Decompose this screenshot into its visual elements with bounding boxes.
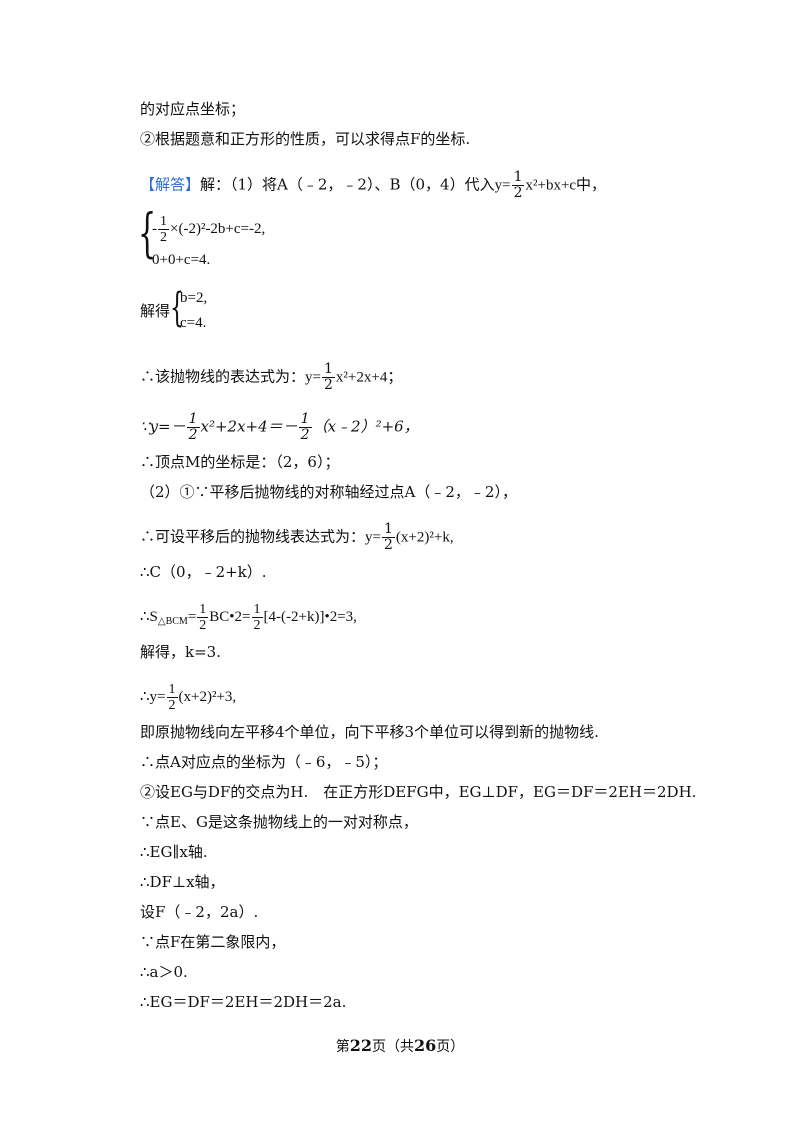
solve-c: c=4. — [180, 315, 207, 331]
text-line: ∵点E、G是这条抛物线上的一对对称点， — [140, 813, 418, 831]
solve-prefix: 解得 — [140, 302, 171, 320]
answer-tag: 【解答】 — [140, 175, 201, 194]
text-line: ②根据题意和正方形的性质，可以求得点F的坐标. — [140, 130, 471, 148]
text-line: ∴C（0，﹣2+k）. — [140, 563, 267, 581]
solve-brace: { — [170, 285, 184, 331]
page-footer: 第22页（共26页） — [335, 1036, 465, 1055]
page-number: 22 — [349, 1036, 372, 1055]
text-line: （2）①∵平移后抛物线的对称轴经过点A（﹣2，﹣2）， — [140, 483, 517, 501]
text-line: ∴a＞0. — [140, 963, 188, 981]
system-equation-2: 0+0+c=4. — [152, 252, 211, 268]
solve-b: b=2, — [180, 290, 208, 306]
text-line: ∴EG∥x轴. — [140, 843, 208, 861]
text-line: ∴点A对应点的坐标为（﹣6，﹣5）； — [140, 753, 388, 771]
text-line: ∴顶点M的坐标是：（2，6）； — [140, 453, 340, 471]
text-line: 的对应点坐标； — [140, 100, 246, 118]
text-line: 即原抛物线向左平移4个单位，向下平移3个单位可以得到新的抛物线. — [140, 723, 599, 741]
text-line: ∴DF⊥x轴， — [140, 873, 225, 891]
text-line: ∴EG＝DF＝2EH＝2DH＝2a. — [140, 993, 347, 1011]
system-brace: { — [138, 204, 157, 264]
text-line: 设F（﹣2，2a）. — [140, 903, 259, 921]
page-total: 26 — [414, 1036, 437, 1055]
text-line: ②设EG与DF的交点为H. 在正方形DEFG中，EG⊥DF，EG＝DF＝2EH＝… — [140, 783, 697, 801]
text-line: 解得，k=3. — [140, 643, 221, 661]
text-line: ∵点F在第二象限内， — [140, 933, 286, 951]
